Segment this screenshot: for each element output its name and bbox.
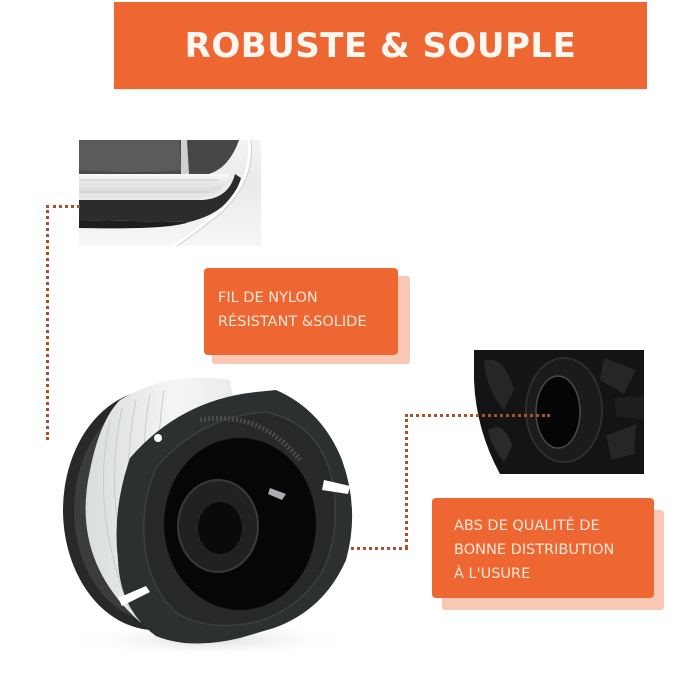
callout-text-line: BONNE DISTRIBUTION <box>454 542 615 558</box>
abs-connector-horizontal-bottom <box>314 547 408 550</box>
page-title: ROBUSTE & SOUPLE <box>184 25 577 66</box>
title-banner: ROBUSTE & SOUPLE <box>114 2 647 89</box>
spool-product-image <box>60 360 380 660</box>
callout-text-line: FIL DE NYLON <box>218 290 318 306</box>
callout-text-line: RÉSISTANT &SOLIDE <box>218 314 367 330</box>
nylon-spool-detail-icon <box>79 140 253 246</box>
nylon-closeup-image <box>79 140 261 246</box>
abs-connector-horizontal-top <box>405 414 550 417</box>
nylon-connector-vertical <box>46 205 49 440</box>
callout-text-line: ABS DE QUALITÉ DE <box>454 518 600 534</box>
abs-closeup-image <box>474 350 644 474</box>
abs-hub-detail-icon <box>474 350 644 474</box>
callout-text-line: À L'USURE <box>454 566 531 582</box>
abs-connector-vertical <box>405 414 408 548</box>
abs-callout: ABS DE QUALITÉ DE BONNE DISTRIBUTION À L… <box>432 498 654 598</box>
trimmer-spool-icon <box>60 377 360 658</box>
nylon-callout: FIL DE NYLON RÉSISTANT &SOLIDE <box>204 268 398 355</box>
nylon-connector-horizontal <box>46 205 80 208</box>
